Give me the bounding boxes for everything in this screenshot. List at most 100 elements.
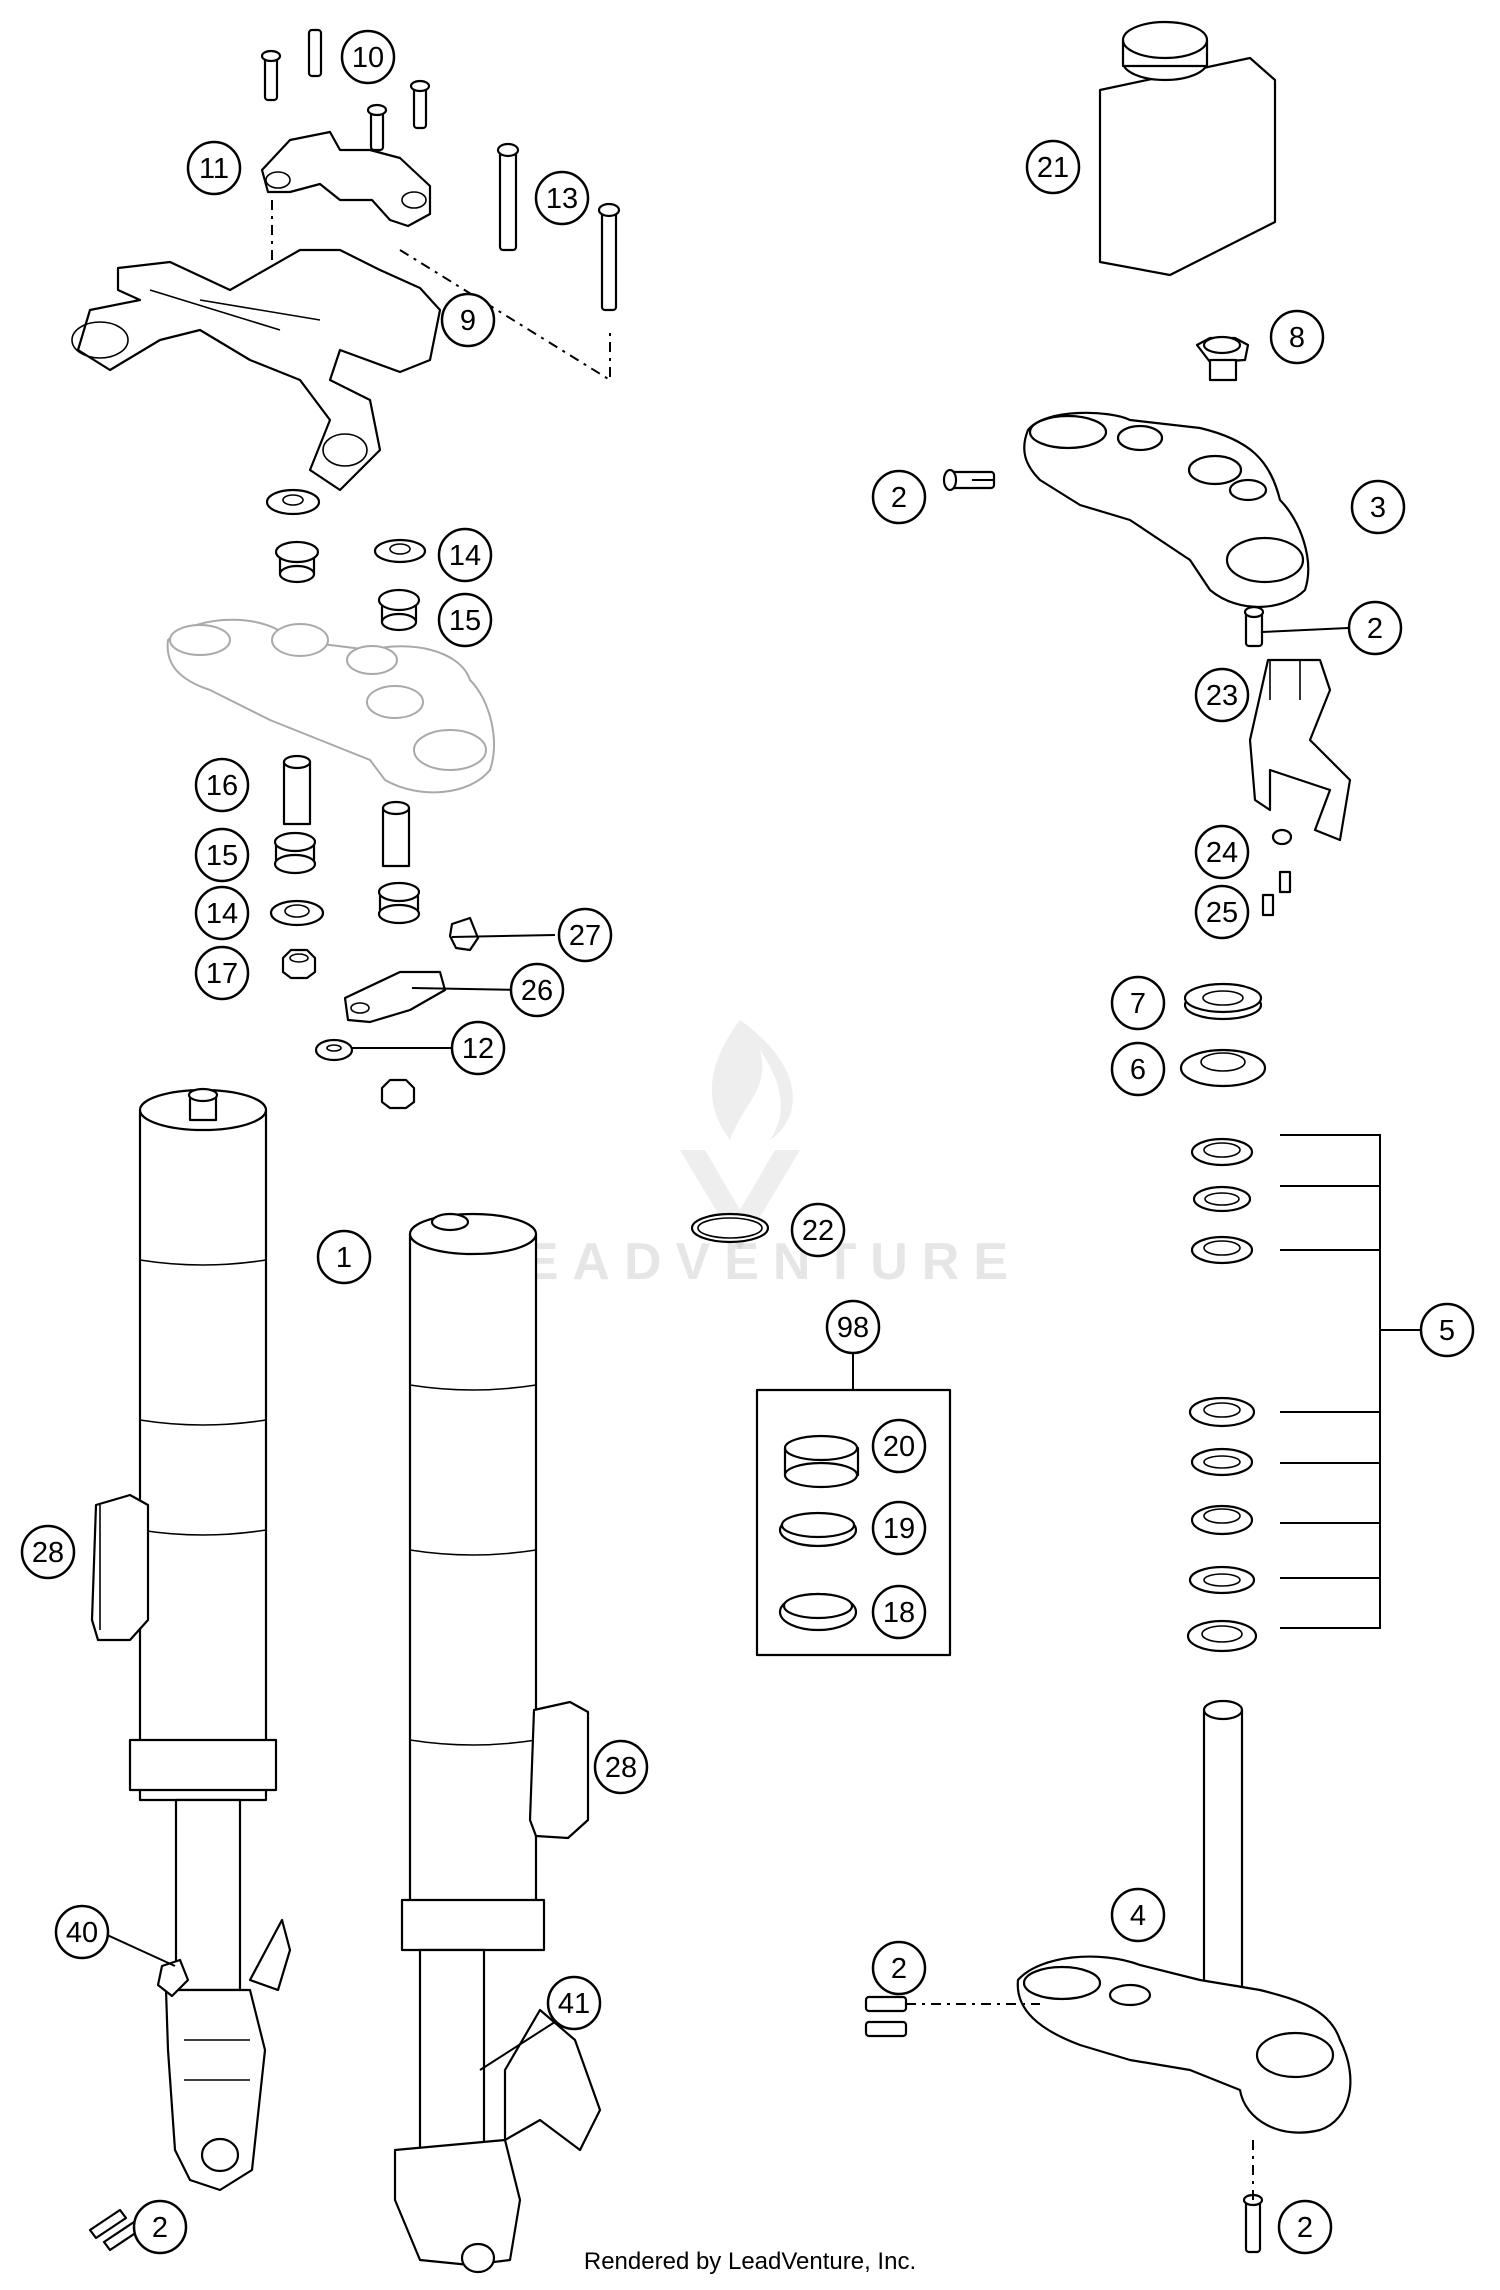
nut-lower	[380, 1078, 416, 1110]
callout-2-bottom-left: 2	[132, 2199, 188, 2255]
rubber-cap-27	[448, 916, 480, 952]
svg-text:10: 10	[352, 42, 384, 74]
svg-text:23: 23	[1206, 680, 1238, 712]
callout-2-mid: 2	[1347, 600, 1403, 656]
callout-6: 6	[1110, 1041, 1166, 1097]
svg-text:24: 24	[1206, 837, 1238, 869]
o-ring-22	[690, 1212, 770, 1244]
svg-text:1: 1	[336, 1242, 352, 1274]
callout-40: 40	[54, 1904, 110, 1960]
washer-upper-left	[265, 488, 321, 516]
callout-27: 27	[557, 907, 613, 963]
bolts-2-lower-clamp	[864, 1995, 908, 2038]
bolt-2-left-bottom	[88, 2208, 142, 2252]
svg-text:2: 2	[891, 1953, 907, 1985]
svg-text:13: 13	[546, 183, 578, 215]
callout-21: 21	[1025, 139, 1081, 195]
oil-can-21	[1098, 20, 1277, 277]
bushing-lower-right	[377, 881, 421, 925]
clamp-40	[156, 1958, 190, 1998]
callout-9: 9	[440, 292, 496, 348]
bearing-kit-5	[1186, 1137, 1258, 1653]
callout-20: 20	[871, 1418, 927, 1474]
callout-18: 18	[871, 1584, 927, 1640]
callout-22: 22	[790, 1202, 846, 1258]
callout-26: 26	[509, 962, 565, 1018]
fork-leg-left	[128, 1087, 292, 2192]
callout-2-upper: 2	[871, 469, 927, 525]
bushing-15-upper	[377, 588, 421, 632]
upper-bracket-9	[71, 248, 442, 492]
svg-text:21: 21	[1037, 152, 1069, 184]
nut-24	[1271, 828, 1293, 846]
svg-text:41: 41	[558, 1988, 590, 2020]
leadventure-flame-logo	[680, 1020, 800, 1250]
svg-text:15: 15	[206, 840, 238, 872]
fork-leg-right	[393, 1212, 602, 2274]
bolt-2-bottom-right	[1242, 2193, 1264, 2254]
svg-text:8: 8	[1289, 322, 1305, 354]
callout-8: 8	[1269, 309, 1325, 365]
svg-text:22: 22	[802, 1215, 834, 1247]
callout-10: 10	[340, 29, 396, 85]
grommet-12	[314, 1038, 354, 1062]
svg-text:28: 28	[32, 1537, 64, 1569]
leader-lines	[104, 479, 1349, 2071]
callout-5: 5	[1419, 1302, 1475, 1358]
callout-16: 16	[194, 757, 250, 813]
holder-23	[1248, 658, 1352, 842]
callout-13: 13	[534, 170, 590, 226]
ring-nut-7	[1183, 982, 1263, 1021]
callout-12: 12	[450, 1020, 506, 1076]
svg-text:7: 7	[1130, 988, 1146, 1020]
nut-8	[1195, 335, 1250, 382]
callout-15-lower: 15	[194, 827, 250, 883]
cover-6	[1179, 1048, 1267, 1088]
sleeve-right	[381, 800, 411, 868]
callout-25: 25	[1194, 884, 1250, 940]
svg-text:98: 98	[837, 1312, 869, 1344]
upper-triple-clamp-reference	[166, 618, 495, 794]
callout-2-lower-clamp: 2	[871, 1940, 927, 1996]
callout-23: 23	[1194, 667, 1250, 723]
svg-text:3: 3	[1370, 492, 1386, 524]
watermark-text: LEADVENTURE	[477, 1233, 1023, 1291]
callout-2-bottom-right: 2	[1277, 2199, 1333, 2255]
protector-28-left	[90, 1493, 150, 1642]
svg-text:6: 6	[1130, 1054, 1146, 1086]
svg-text:27: 27	[569, 920, 601, 952]
svg-text:15: 15	[449, 605, 481, 637]
callout-3: 3	[1350, 479, 1406, 535]
callout-24: 24	[1194, 824, 1250, 880]
bolt-2-mid	[1243, 605, 1265, 648]
svg-text:4: 4	[1130, 1900, 1146, 1932]
svg-text:19: 19	[883, 1513, 915, 1545]
svg-text:16: 16	[206, 770, 238, 802]
callout-19: 19	[871, 1500, 927, 1556]
svg-text:26: 26	[521, 975, 553, 1007]
callout-28-left: 28	[20, 1524, 76, 1580]
svg-text:12: 12	[462, 1033, 494, 1065]
bracket-5-leaders	[1280, 1134, 1420, 1629]
svg-text:28: 28	[605, 1752, 637, 1784]
bracket-26	[343, 970, 447, 1024]
sleeve-16	[282, 754, 312, 826]
svg-text:2: 2	[152, 2212, 168, 2244]
callout-98: 98	[825, 1299, 881, 1355]
svg-text:17: 17	[206, 958, 238, 990]
svg-text:2: 2	[891, 482, 907, 514]
svg-text:2: 2	[1367, 613, 1383, 645]
lower-triple-clamp-4	[1016, 1699, 1352, 2134]
callout-15-upper: 15	[437, 592, 493, 648]
svg-text:40: 40	[66, 1917, 98, 1949]
washer-14-lower	[269, 899, 325, 927]
svg-text:11: 11	[199, 153, 229, 185]
svg-text:14: 14	[206, 898, 238, 930]
callout-14-lower: 14	[194, 885, 250, 941]
svg-text:18: 18	[883, 1597, 915, 1629]
svg-text:25: 25	[1206, 897, 1238, 929]
bushing-15-lower	[273, 831, 317, 875]
bushing-upper-left	[274, 540, 320, 584]
callout-1: 1	[316, 1229, 372, 1285]
bolt-10-group	[260, 28, 431, 152]
